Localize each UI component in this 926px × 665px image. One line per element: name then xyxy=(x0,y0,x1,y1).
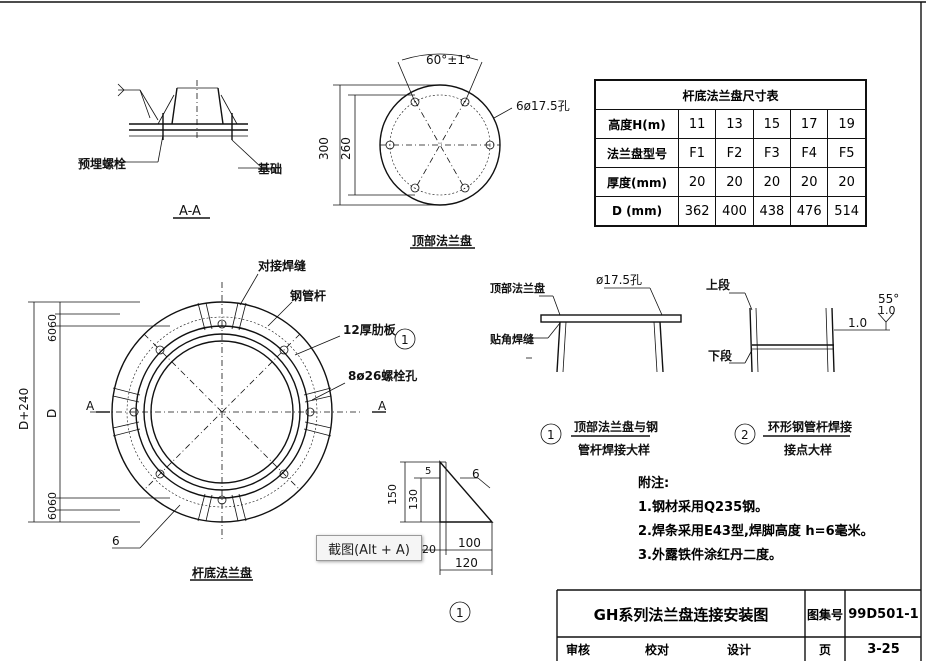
cut-left: A xyxy=(86,399,95,413)
table-row: 法兰盘型号 F1 F2 F3 F4 F5 xyxy=(594,138,867,168)
design-label: 设计 xyxy=(726,643,751,657)
dimension-table-title: 杆底法兰盘尺寸表 xyxy=(594,79,867,110)
rib-h2: 130 xyxy=(407,489,420,510)
dim-total: D+240 xyxy=(17,388,31,430)
top-flange-drawing xyxy=(333,53,513,249)
section-aa-drawing xyxy=(112,80,282,219)
dim-d: D xyxy=(45,409,59,418)
notes-title: 附注: xyxy=(638,476,670,491)
table-cell: F3 xyxy=(752,138,792,168)
row-label: 高度H(m) xyxy=(594,109,679,139)
page-label: 页 xyxy=(818,643,831,657)
callout-1: 1 xyxy=(401,333,409,347)
detail1-title2: 管杆焊接大样 xyxy=(578,442,650,457)
drawing-title: GH系列法兰盘连接安装图 xyxy=(593,605,769,624)
title-block-frame xyxy=(556,589,921,661)
detail2-title2: 接点大样 xyxy=(784,442,832,457)
detail2-num: 2 xyxy=(741,428,749,442)
screenshot-tooltip: 截图(Alt + A) xyxy=(316,535,422,561)
detail2-drawing xyxy=(729,292,895,445)
table-cell: 15 xyxy=(752,109,792,139)
bottom-flange-drawing xyxy=(28,273,416,581)
top-flange-label: 顶部法兰盘 xyxy=(412,233,472,248)
row-label: D (mm) xyxy=(594,196,679,227)
rib-t: 5 xyxy=(425,466,431,477)
section-aa-title: A-A xyxy=(179,204,201,219)
table-cell: 438 xyxy=(752,196,792,227)
table-cell: 11 xyxy=(677,109,717,139)
dimension-table: 杆底法兰盘尺寸表 高度H(m) 11 13 15 17 19 法兰盘型号 F1 … xyxy=(594,79,867,227)
table-row: 高度H(m) 11 13 15 17 19 xyxy=(594,109,867,139)
atlas-number: 99D501-1 xyxy=(848,606,919,622)
bolt-label: 预埋螺栓 xyxy=(78,156,126,171)
table-cell: 13 xyxy=(715,109,754,139)
table-cell: 20 xyxy=(752,167,792,197)
weld-label: 对接焊缝 xyxy=(258,258,306,273)
row-label: 厚度(mm) xyxy=(594,167,679,197)
top-flange-angle: 60°±1° xyxy=(426,53,471,67)
rib-w3: 120 xyxy=(455,556,478,570)
detail2-angle: 55° xyxy=(878,292,899,306)
table-cell: F4 xyxy=(790,138,829,168)
page-number: 3-25 xyxy=(867,642,900,657)
dim-6060-top: 6060 xyxy=(46,314,59,342)
note-item: 2.焊条采用E43型,焊脚高度 h=6毫米。 xyxy=(638,524,874,539)
detail2-gap2: 1.0 xyxy=(878,304,896,317)
top-flange-dim-outer: 300 xyxy=(317,137,331,160)
table-cell: 20 xyxy=(715,167,754,197)
table-cell: 20 xyxy=(677,167,717,197)
note-item: 3.外露铁件涂红丹二度。 xyxy=(638,548,782,563)
bottom-flange-label: 杆底法兰盘 xyxy=(192,565,252,580)
table-cell: 362 xyxy=(677,196,717,227)
detail2-title1: 环形钢管杆焊接 xyxy=(768,419,852,434)
rib-w2: 100 xyxy=(458,536,481,550)
table-cell: 476 xyxy=(790,196,829,227)
weld-size: 6 xyxy=(112,534,120,548)
note-item: 1.钢材采用Q235钢。 xyxy=(638,500,769,515)
base-label: 基础 xyxy=(257,161,282,176)
table-cell: 514 xyxy=(827,196,867,227)
bolt-hole-label: 8ø26螺栓孔 xyxy=(348,368,417,383)
row-label: 法兰盘型号 xyxy=(594,138,679,168)
review-label: 审核 xyxy=(565,643,590,657)
rib-w1: 20 xyxy=(422,543,436,556)
top-flange-dim-inner: 260 xyxy=(339,137,353,160)
table-cell: 20 xyxy=(790,167,829,197)
table-cell: F1 xyxy=(677,138,717,168)
detail2-upper: 上段 xyxy=(706,277,731,292)
rib-detail-drawing xyxy=(400,460,494,623)
table-cell: 20 xyxy=(827,167,867,197)
notes: 附注: 1.钢材采用Q235钢。 2.焊条采用E43型,焊脚高度 h=6毫米。 … xyxy=(638,472,874,568)
table-cell: F2 xyxy=(715,138,754,168)
check-label: 校对 xyxy=(644,643,669,657)
detail1-hole: ø17.5孔 xyxy=(596,273,642,287)
detail1-drawing xyxy=(526,287,682,445)
dim-6060-bottom: 6060 xyxy=(46,492,59,520)
top-flange-holes: 6ø17.5孔 xyxy=(516,99,570,113)
pipe-label: 钢管杆 xyxy=(290,288,326,303)
detail1-num: 1 xyxy=(547,428,555,442)
rib-label: 12厚肋板 xyxy=(343,322,397,337)
detail1-top-label: 顶部法兰盘 xyxy=(490,281,545,295)
table-row: D (mm) 362 400 438 476 514 xyxy=(594,196,867,227)
table-cell: 19 xyxy=(827,109,867,139)
table-cell: 400 xyxy=(715,196,754,227)
rib-weld-size: 6 xyxy=(472,467,480,481)
cut-right: A xyxy=(378,399,387,413)
detail2-gap: 1.0 xyxy=(848,316,867,330)
detail1-fillet: 贴角焊缝 xyxy=(489,332,534,346)
table-cell: 17 xyxy=(790,109,829,139)
detail1-title1: 顶部法兰盘与钢 xyxy=(574,419,658,434)
table-row: 厚度(mm) 20 20 20 20 20 xyxy=(594,167,867,197)
detail2-lower: 下段 xyxy=(708,348,733,363)
rib-callout: 1 xyxy=(456,606,464,620)
table-cell: F5 xyxy=(827,138,867,168)
rib-h1: 150 xyxy=(386,484,399,505)
atlas-label: 图集号 xyxy=(806,607,843,622)
